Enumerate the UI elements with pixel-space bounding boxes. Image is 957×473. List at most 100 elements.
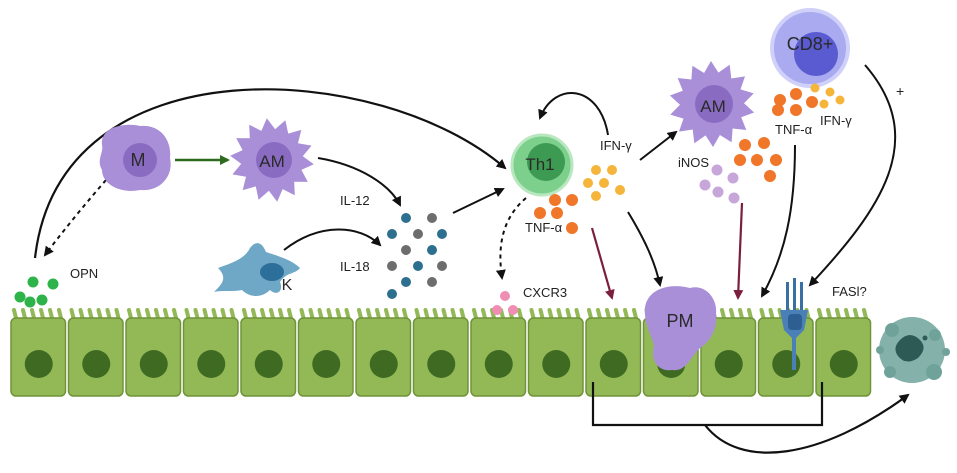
- cxcr3-label: CXCR3: [523, 285, 567, 300]
- tnf-dot: [774, 94, 786, 106]
- macrophage-label: M: [131, 150, 146, 170]
- cytokine-dot: [401, 213, 411, 223]
- hepatocyte-cell: [67, 308, 124, 397]
- cytokine-dot: [401, 245, 411, 255]
- cytokine-dot: [387, 229, 397, 239]
- maroon-arrow-tnf-to-hepatocyte: [590, 227, 615, 300]
- arrow-cd8-tnf-to-hepatocyte: [761, 144, 796, 298]
- ifn-dot: [819, 99, 829, 109]
- cytokine-dot: [437, 261, 447, 271]
- kupffer-cell: K: [214, 243, 300, 296]
- arrow-am-to-cytokines: [317, 157, 401, 207]
- kupffer-label: K: [282, 277, 293, 294]
- hepatocyte-cell: [700, 308, 757, 397]
- nucleus-icon: [24, 350, 53, 378]
- inos-dot: [699, 179, 711, 191]
- il12-label: IL-12: [340, 193, 370, 208]
- opn-dot: [47, 278, 59, 290]
- il18-label: IL-18: [340, 259, 370, 274]
- ifn-dot: [607, 165, 617, 175]
- hepatocyte-cell: [240, 308, 297, 397]
- hepatocyte-cell: [10, 308, 67, 397]
- nucleus-icon: [772, 350, 801, 378]
- tnf-dot: [566, 222, 578, 234]
- ifn-dot: [810, 83, 820, 93]
- nucleus-icon: [82, 350, 111, 378]
- cytokine-dot: [401, 277, 411, 287]
- tnf-cd8-label: TNF-α: [775, 122, 813, 137]
- nucleus-icon: [714, 350, 743, 378]
- nucleus-icon: [312, 350, 341, 378]
- cd8-label: CD8+: [787, 34, 834, 54]
- nucleus-icon: [427, 350, 456, 378]
- opn-dot: [24, 296, 36, 308]
- tnf-dot: [551, 207, 563, 219]
- cxcr3-dot: [492, 305, 502, 315]
- nucleus-icon: [829, 350, 858, 378]
- dashed-arrow-m-to-opn: [43, 179, 107, 257]
- cytokine-dot: [387, 261, 397, 271]
- nucleus-icon: [197, 350, 226, 378]
- tnf-dot: [758, 137, 770, 149]
- activated-macrophage-right: AM: [669, 61, 755, 147]
- injury-bracket: [591, 382, 824, 427]
- ifn-dot: [615, 185, 625, 195]
- ifn-cd8-label: IFN-γ: [820, 113, 852, 128]
- tnf-dot: [739, 139, 751, 151]
- cxcr3-dot: [500, 291, 510, 301]
- tnf-dot: [790, 88, 802, 100]
- ifn-th1-label: IFN-γ: [600, 138, 632, 153]
- am-left-label: AM: [259, 152, 285, 171]
- tnf-th1-label: TNF-α: [525, 220, 563, 235]
- cytokine-dot: [427, 245, 437, 255]
- inos-dot: [727, 172, 739, 184]
- cytokine-dot: [437, 229, 447, 239]
- arrow-kupffer-to-cytokines: [283, 228, 382, 251]
- arrow-ifn-to-am: [639, 130, 678, 161]
- nucleus-icon: [484, 350, 513, 378]
- opn-dot: [14, 291, 26, 303]
- hepatocyte-layer: [10, 308, 872, 397]
- th1-label: Th1: [525, 155, 554, 174]
- fasl-label: FASl?: [832, 284, 867, 299]
- inos-dot: [712, 186, 724, 198]
- cytokine-dots: [14, 83, 845, 315]
- am-right-label: AM: [700, 97, 726, 116]
- pm-label: PM: [667, 311, 694, 331]
- maroon-arrow-inos-to-hepatocyte: [733, 202, 744, 300]
- apoptotic-cell: [876, 317, 950, 383]
- tnf-dot: [549, 194, 561, 206]
- ifn-dot: [591, 165, 601, 175]
- tnf-dot: [806, 96, 818, 108]
- inos-dot: [711, 164, 723, 176]
- plus-label: +: [896, 83, 904, 99]
- cytokine-dot: [413, 229, 423, 239]
- th1-cell: Th1: [510, 133, 574, 197]
- nucleus-icon: [254, 350, 283, 378]
- nucleus-icon: [542, 350, 571, 378]
- cytokine-dot: [427, 213, 437, 223]
- arrow-th1-to-pm: [627, 211, 664, 287]
- tnf-dot: [770, 154, 782, 166]
- dashed-arrow-th1-to-cxcr3: [495, 197, 527, 280]
- inos-label: iNOS: [678, 155, 709, 170]
- nucleus-icon: [599, 350, 628, 378]
- ifn-dot: [835, 95, 845, 105]
- arrow-bracket-to-apoptotic-cell: [704, 393, 910, 454]
- ifn-dot: [825, 87, 835, 97]
- fas-receptor-icon: [780, 278, 808, 370]
- cxcr3-dot: [508, 305, 518, 315]
- tnf-dot: [566, 194, 578, 206]
- tnf-dot: [790, 104, 802, 116]
- pit-macrophage: PM: [644, 286, 717, 371]
- hepatocyte-cell: [527, 308, 584, 397]
- ifn-dot: [591, 191, 601, 201]
- hepatocyte-cell: [125, 308, 182, 397]
- inos-dot: [728, 192, 740, 204]
- tnf-dot: [534, 207, 546, 219]
- hepatocyte-cell: [297, 308, 354, 397]
- tnf-dot: [764, 170, 776, 182]
- opn-dot: [36, 294, 48, 306]
- hepatocyte-cell: [355, 308, 412, 397]
